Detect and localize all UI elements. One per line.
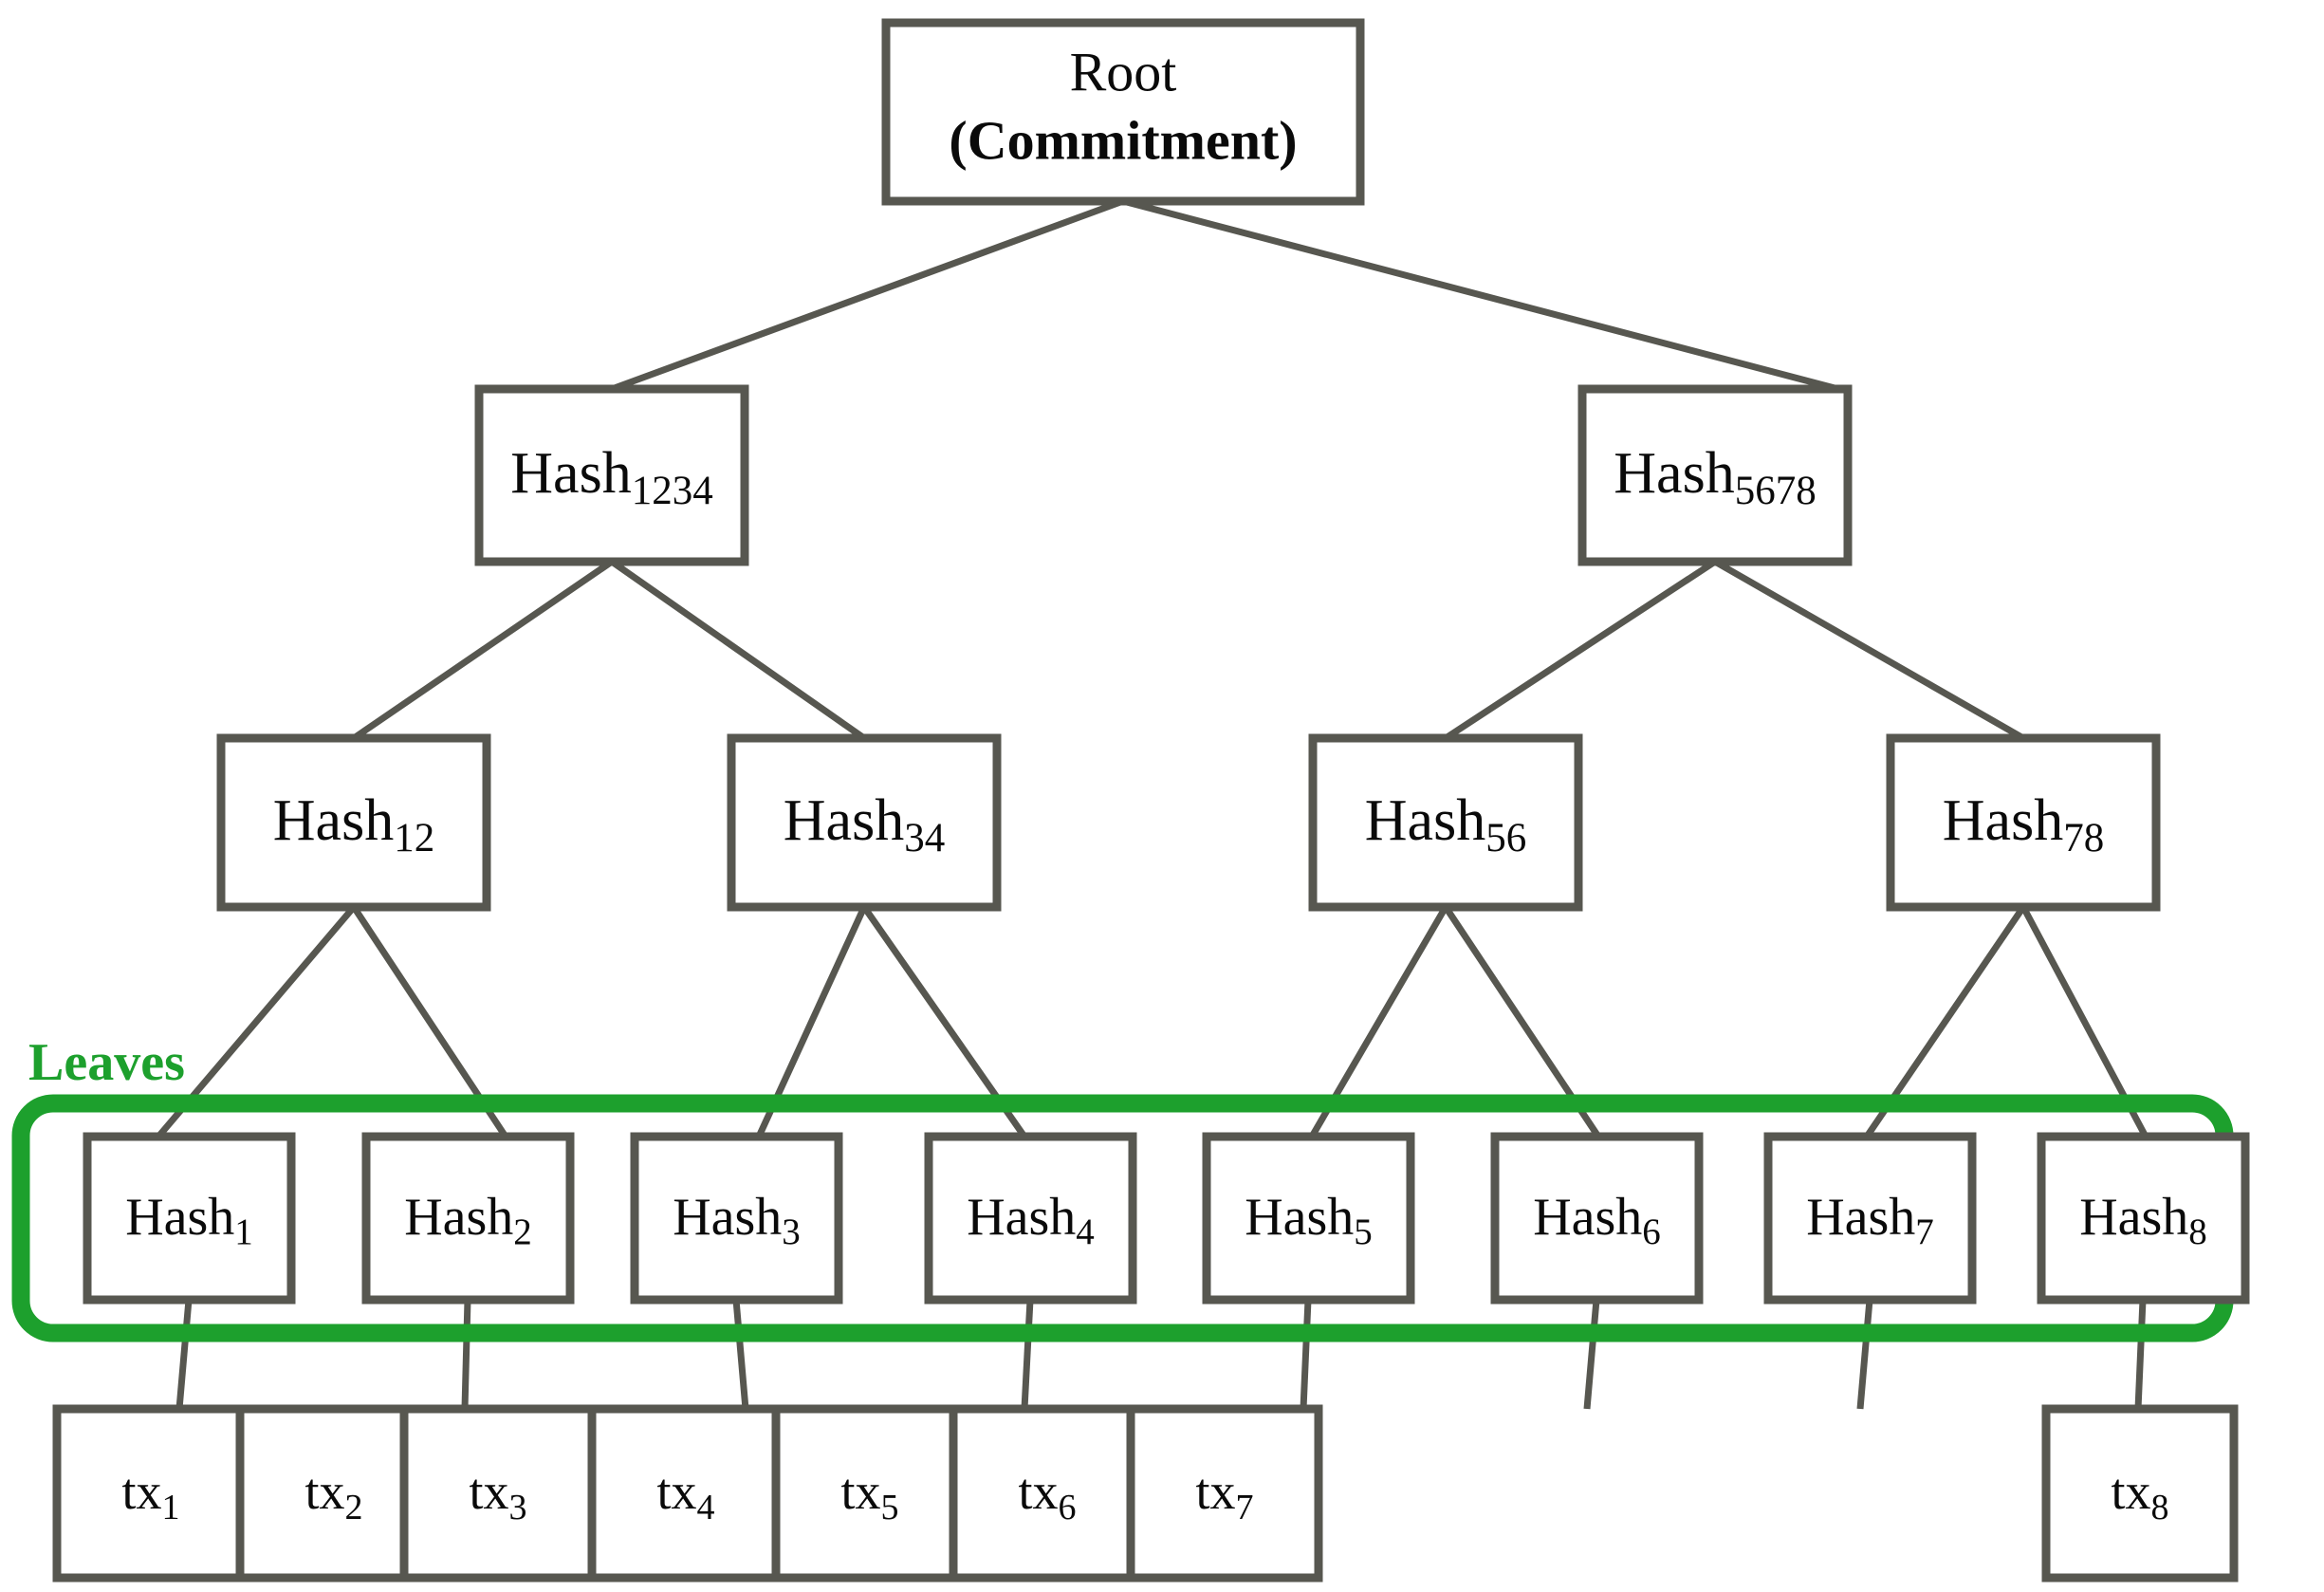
node-box[interactable] <box>2041 1404 2239 1583</box>
node-box[interactable] <box>1126 1404 1323 1583</box>
node-box[interactable] <box>1763 1132 1977 1305</box>
edge-root-to-hash1234 <box>610 197 1125 393</box>
node-tx7[interactable]: tx7 <box>1126 1404 1323 1583</box>
node-tx2[interactable]: tx2 <box>235 1404 433 1583</box>
node-label: Hash2 <box>404 1188 532 1252</box>
node-label: tx1 <box>121 1463 179 1527</box>
node-hash12[interactable]: Hash12 <box>216 733 491 912</box>
node-tx5[interactable]: tx5 <box>771 1404 968 1583</box>
node-label: tx6 <box>1018 1463 1076 1527</box>
node-box[interactable] <box>630 1132 843 1305</box>
leaves-group-label: Leaves <box>28 1033 185 1092</box>
node-hash7[interactable]: Hash7 <box>1763 1132 1977 1305</box>
captions-layer: Leaves <box>28 1033 185 1092</box>
node-label: tx3 <box>469 1463 526 1527</box>
edge-hash1234-to-hash34 <box>609 559 867 741</box>
node-label: Hash3 <box>673 1188 801 1252</box>
node-hash2[interactable]: Hash2 <box>361 1132 575 1305</box>
node-hash8[interactable]: Hash8 <box>2037 1132 2250 1305</box>
node-box[interactable] <box>1577 384 1853 566</box>
node-box[interactable] <box>771 1404 968 1583</box>
node-box[interactable] <box>924 1132 1137 1305</box>
edge-hash1234-to-hash12 <box>352 559 614 741</box>
node-hash34[interactable]: Hash34 <box>727 733 1002 912</box>
node-root-commitment[interactable]: Root (Commitment) <box>881 18 1365 206</box>
node-label: Hash34 <box>784 788 945 861</box>
node-tx4[interactable]: tx4 <box>587 1404 784 1583</box>
edge-hash5678-to-hash78 <box>1713 558 2025 742</box>
node-hash3[interactable]: Hash3 <box>630 1132 843 1305</box>
node-label: Hash8 <box>2079 1188 2207 1252</box>
node-label: Hash7 <box>1806 1188 1934 1252</box>
node-hash6[interactable]: Hash6 <box>1490 1132 1704 1305</box>
node-box[interactable] <box>216 733 491 912</box>
node-label: Hash6 <box>1533 1188 1661 1252</box>
edge-hash1-to-tx1 <box>175 1299 193 1410</box>
node-hash56[interactable]: Hash56 <box>1308 733 1583 912</box>
node-tx1[interactable]: tx1 <box>52 1404 249 1583</box>
node-box[interactable] <box>83 1132 296 1305</box>
edge-hash5-to-tx5 <box>1300 1299 1312 1410</box>
node-box[interactable] <box>361 1132 575 1305</box>
node-box[interactable] <box>1490 1132 1704 1305</box>
root-label: Root <box>1070 41 1177 102</box>
node-box[interactable] <box>474 384 749 566</box>
node-box[interactable] <box>2037 1132 2250 1305</box>
node-label: Hash4 <box>967 1188 1095 1252</box>
node-box[interactable] <box>1886 733 2161 912</box>
edge-hash3-to-tx3 <box>732 1299 749 1410</box>
node-label: tx8 <box>2111 1463 2168 1527</box>
edge-hash8-to-tx8 <box>2134 1299 2147 1410</box>
edge-root-to-hash5678 <box>1122 197 1839 393</box>
edge-hash2-to-tx2 <box>461 1299 471 1410</box>
node-hash4[interactable]: Hash4 <box>924 1132 1137 1305</box>
node-hash5[interactable]: Hash5 <box>1202 1132 1415 1305</box>
node-label: Hash56 <box>1365 788 1526 861</box>
node-tx3[interactable]: tx3 <box>399 1404 597 1583</box>
node-label: tx2 <box>304 1463 362 1527</box>
edge-hash6-to-tx6 <box>1583 1299 1600 1410</box>
node-hash1234[interactable]: Hash1234 <box>474 384 749 566</box>
node-hash5678[interactable]: Hash5678 <box>1577 384 1853 566</box>
node-tx6[interactable]: tx6 <box>949 1404 1146 1583</box>
commitment-label: (Commitment) <box>949 109 1297 171</box>
node-label: Hash5678 <box>1614 441 1816 513</box>
node-hash1[interactable]: Hash1 <box>83 1132 296 1305</box>
node-label: Hash12 <box>273 788 434 861</box>
node-label: tx7 <box>1195 1463 1253 1527</box>
edge-hash7-to-tx7 <box>1856 1299 1873 1410</box>
node-box[interactable] <box>1308 733 1583 912</box>
node-box[interactable] <box>1202 1132 1415 1305</box>
node-label: Hash1 <box>125 1188 253 1252</box>
edge-hash5678-to-hash56 <box>1444 559 1717 741</box>
root-node-box[interactable] <box>881 18 1365 206</box>
edge-hash4-to-tx4 <box>1021 1299 1034 1410</box>
node-hash78[interactable]: Hash78 <box>1886 733 2161 912</box>
node-label: Hash78 <box>1943 788 2104 861</box>
node-label: Hash5 <box>1245 1188 1373 1252</box>
node-box[interactable] <box>727 733 1002 912</box>
node-label: tx5 <box>840 1463 898 1527</box>
node-tx8[interactable]: tx8 <box>2041 1404 2239 1583</box>
node-label: tx4 <box>656 1463 714 1527</box>
node-box[interactable] <box>399 1404 597 1583</box>
node-label: Hash1234 <box>510 441 712 513</box>
